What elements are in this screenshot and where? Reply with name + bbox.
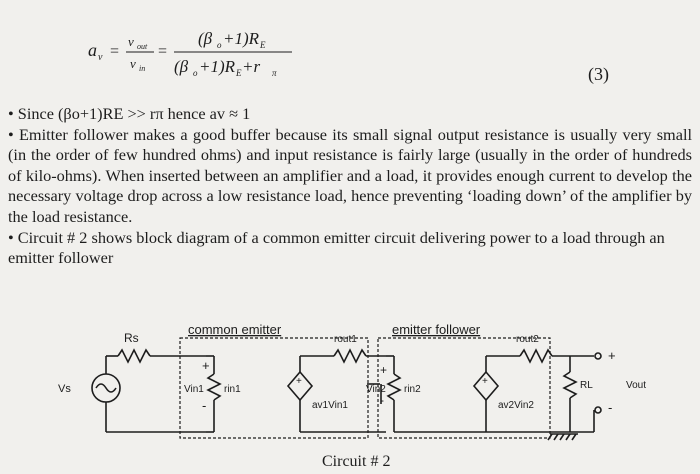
src1-label: av1Vin1: [312, 400, 348, 411]
common-emitter-title: common emitter: [188, 322, 282, 337]
bullet-item: • Circuit # 2 shows block diagram of a c…: [8, 227, 665, 268]
vs-label: Vs: [58, 383, 71, 395]
svg-text:+r: +r: [242, 57, 260, 76]
bullet-item: • Emitter follower makes a good buffer b…: [8, 124, 692, 226]
svg-text:E: E: [259, 40, 266, 50]
svg-text:=: =: [158, 43, 167, 60]
bullet-list: • Since (βo+1)RE >> rπ hence av ≈ 1 • Em…: [8, 104, 692, 269]
rs-label: Rs: [124, 331, 139, 345]
vin2-label: Vin2: [366, 384, 386, 395]
eq-vin: v: [130, 56, 136, 71]
rout1-label: rout1: [334, 334, 357, 345]
svg-text:o: o: [217, 40, 222, 50]
vin1-plus: +: [202, 358, 210, 373]
vout-minus: -: [608, 400, 612, 415]
vout-label: Vout: [626, 380, 646, 391]
eq-lhs: a: [88, 40, 97, 60]
eq-lhs-sub: v: [98, 52, 103, 63]
bullet-item: • Since (βo+1)RE >> rπ hence av ≈ 1: [8, 104, 251, 123]
rin2-label: rin2: [404, 384, 421, 395]
vin2-minus: -: [380, 393, 384, 407]
svg-text:+1)R: +1)R: [223, 29, 260, 48]
svg-text:π: π: [272, 68, 277, 78]
eq-vin-sub: in: [139, 64, 145, 73]
vin1-minus: -: [202, 398, 206, 413]
circuit-diagram: Vs Rs common emitter emitter follower + …: [58, 322, 646, 441]
vin1-label: Vin1: [184, 384, 204, 395]
eq-num-right: (β: [198, 29, 213, 48]
svg-text:+1)R: +1)R: [199, 57, 236, 76]
vin2-plus: +: [380, 363, 387, 377]
emitter-follower-title: emitter follower: [392, 322, 481, 337]
svg-text:E: E: [235, 68, 242, 78]
src2-label: av2Vin2: [498, 400, 534, 411]
eq-vout-sub: out: [137, 42, 148, 51]
src1-plus: +: [296, 376, 302, 387]
circuit-caption: Circuit # 2: [322, 453, 391, 470]
rout2-label: rout2: [516, 334, 539, 345]
rl-label: RL: [580, 380, 593, 391]
rin1-label: rin1: [224, 384, 241, 395]
svg-text:=: =: [110, 43, 119, 60]
eq-vout: v: [128, 34, 134, 49]
vout-plus: +: [608, 348, 616, 363]
gain-equation: a v = v out v in = (β o +1)R E (β o +1)R…: [88, 29, 292, 78]
eq-den-right: (β: [174, 57, 189, 76]
equation-number: (3): [588, 64, 609, 84]
src2-plus: +: [482, 376, 488, 387]
svg-text:o: o: [193, 68, 198, 78]
